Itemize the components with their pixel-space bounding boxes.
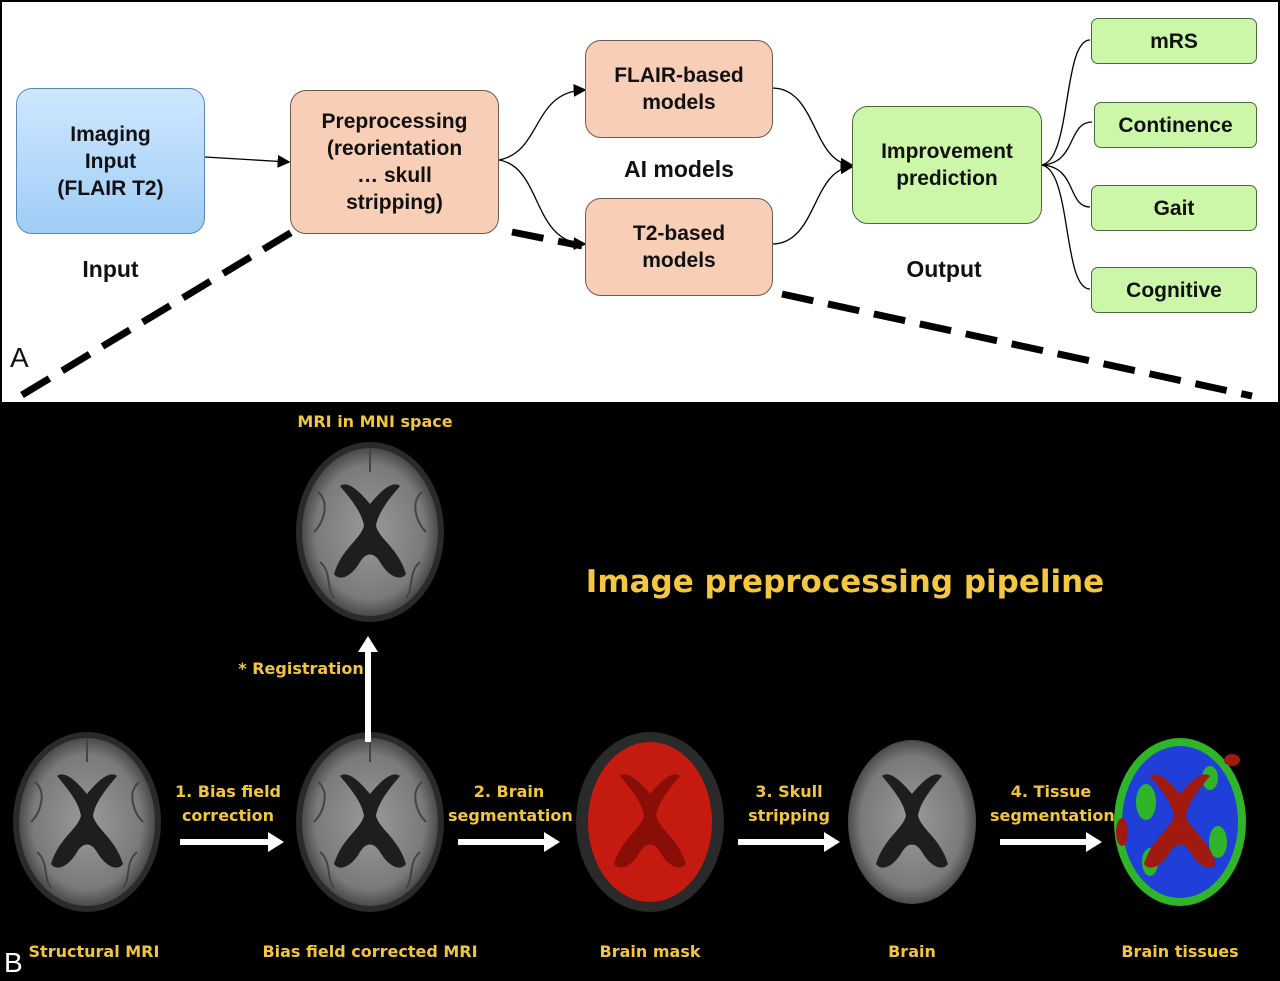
- step-3-label: 3. Skull stripping: [748, 782, 830, 825]
- bias-corrected-mri-image: [295, 731, 445, 913]
- mni-space-mri-image: [295, 441, 445, 623]
- caption-brain: Brain: [888, 942, 936, 961]
- brain-tissues-image: [1114, 738, 1246, 906]
- panel-b-label: B: [4, 947, 23, 978]
- bracket-outputs: [1039, 39, 1093, 290]
- output-gait-box: Gait: [1091, 185, 1257, 231]
- arrow-step-2-head: [544, 832, 560, 852]
- caption-brain-tissues: Brain tissues: [1121, 942, 1239, 961]
- input-caption: Input: [82, 256, 139, 282]
- arrow-preprocessing-to-t2: [498, 159, 587, 251]
- arrow-preprocessing-to-flair: [498, 83, 587, 161]
- panel-a-connectors: [20, 39, 1253, 400]
- ai-models-caption: AI models: [624, 156, 734, 182]
- zoom-dash-mid: [511, 228, 583, 250]
- arrow-step-3-head: [824, 832, 840, 852]
- caption-structural-mri: Structural MRI: [28, 942, 160, 961]
- flair-models-box: FLAIR-based models: [585, 40, 773, 138]
- brain-image: [848, 740, 976, 904]
- arrow-registration-head: [358, 636, 378, 652]
- panel-b: MRI in MNI space Image preprocessing pip…: [0, 404, 1280, 981]
- panel-a: Imaging Input (FLAIR T2) Input Preproces…: [0, 0, 1280, 404]
- preprocessing-box: Preprocessing (reorientation … skull str…: [290, 90, 499, 234]
- caption-brain-mask: Brain mask: [599, 942, 701, 961]
- pipeline-title: Image preprocessing pipeline: [585, 564, 1105, 600]
- panel-a-label: A: [10, 342, 29, 373]
- output-continence-box: Continence: [1094, 102, 1257, 148]
- arrow-flair-to-improvement: [771, 87, 854, 171]
- brain-mask-image: [576, 732, 724, 912]
- arrow-step-1-head: [268, 832, 284, 852]
- arrow-step-4-head: [1086, 832, 1102, 852]
- output-cognitive-box: Cognitive: [1091, 267, 1257, 313]
- step-4-label: 4. Tissue segmentation: [990, 782, 1115, 825]
- zoom-dash-left: [20, 229, 294, 398]
- output-mrs-box: mRS: [1091, 18, 1257, 64]
- step-2-label: 2. Brain segmentation: [448, 782, 573, 825]
- t2-models-box: T2-based models: [585, 198, 773, 296]
- zoom-dash-right: [781, 290, 1253, 400]
- mni-space-label: MRI in MNI space: [297, 412, 453, 431]
- output-caption: Output: [906, 256, 982, 282]
- improvement-prediction-box: Improvement prediction: [852, 106, 1042, 224]
- structural-mri-image: [12, 731, 162, 913]
- caption-bias-corrected-mri: Bias field corrected MRI: [262, 942, 478, 961]
- registration-label: * Registration: [238, 659, 364, 678]
- imaging-input-box: Imaging Input (FLAIR T2): [16, 88, 205, 234]
- arrow-t2-to-improvement: [771, 161, 854, 245]
- arrow-input-to-preprocessing: [204, 154, 291, 168]
- step-1-label: 1. Bias field correction: [175, 782, 281, 825]
- brain-images: [12, 441, 1246, 913]
